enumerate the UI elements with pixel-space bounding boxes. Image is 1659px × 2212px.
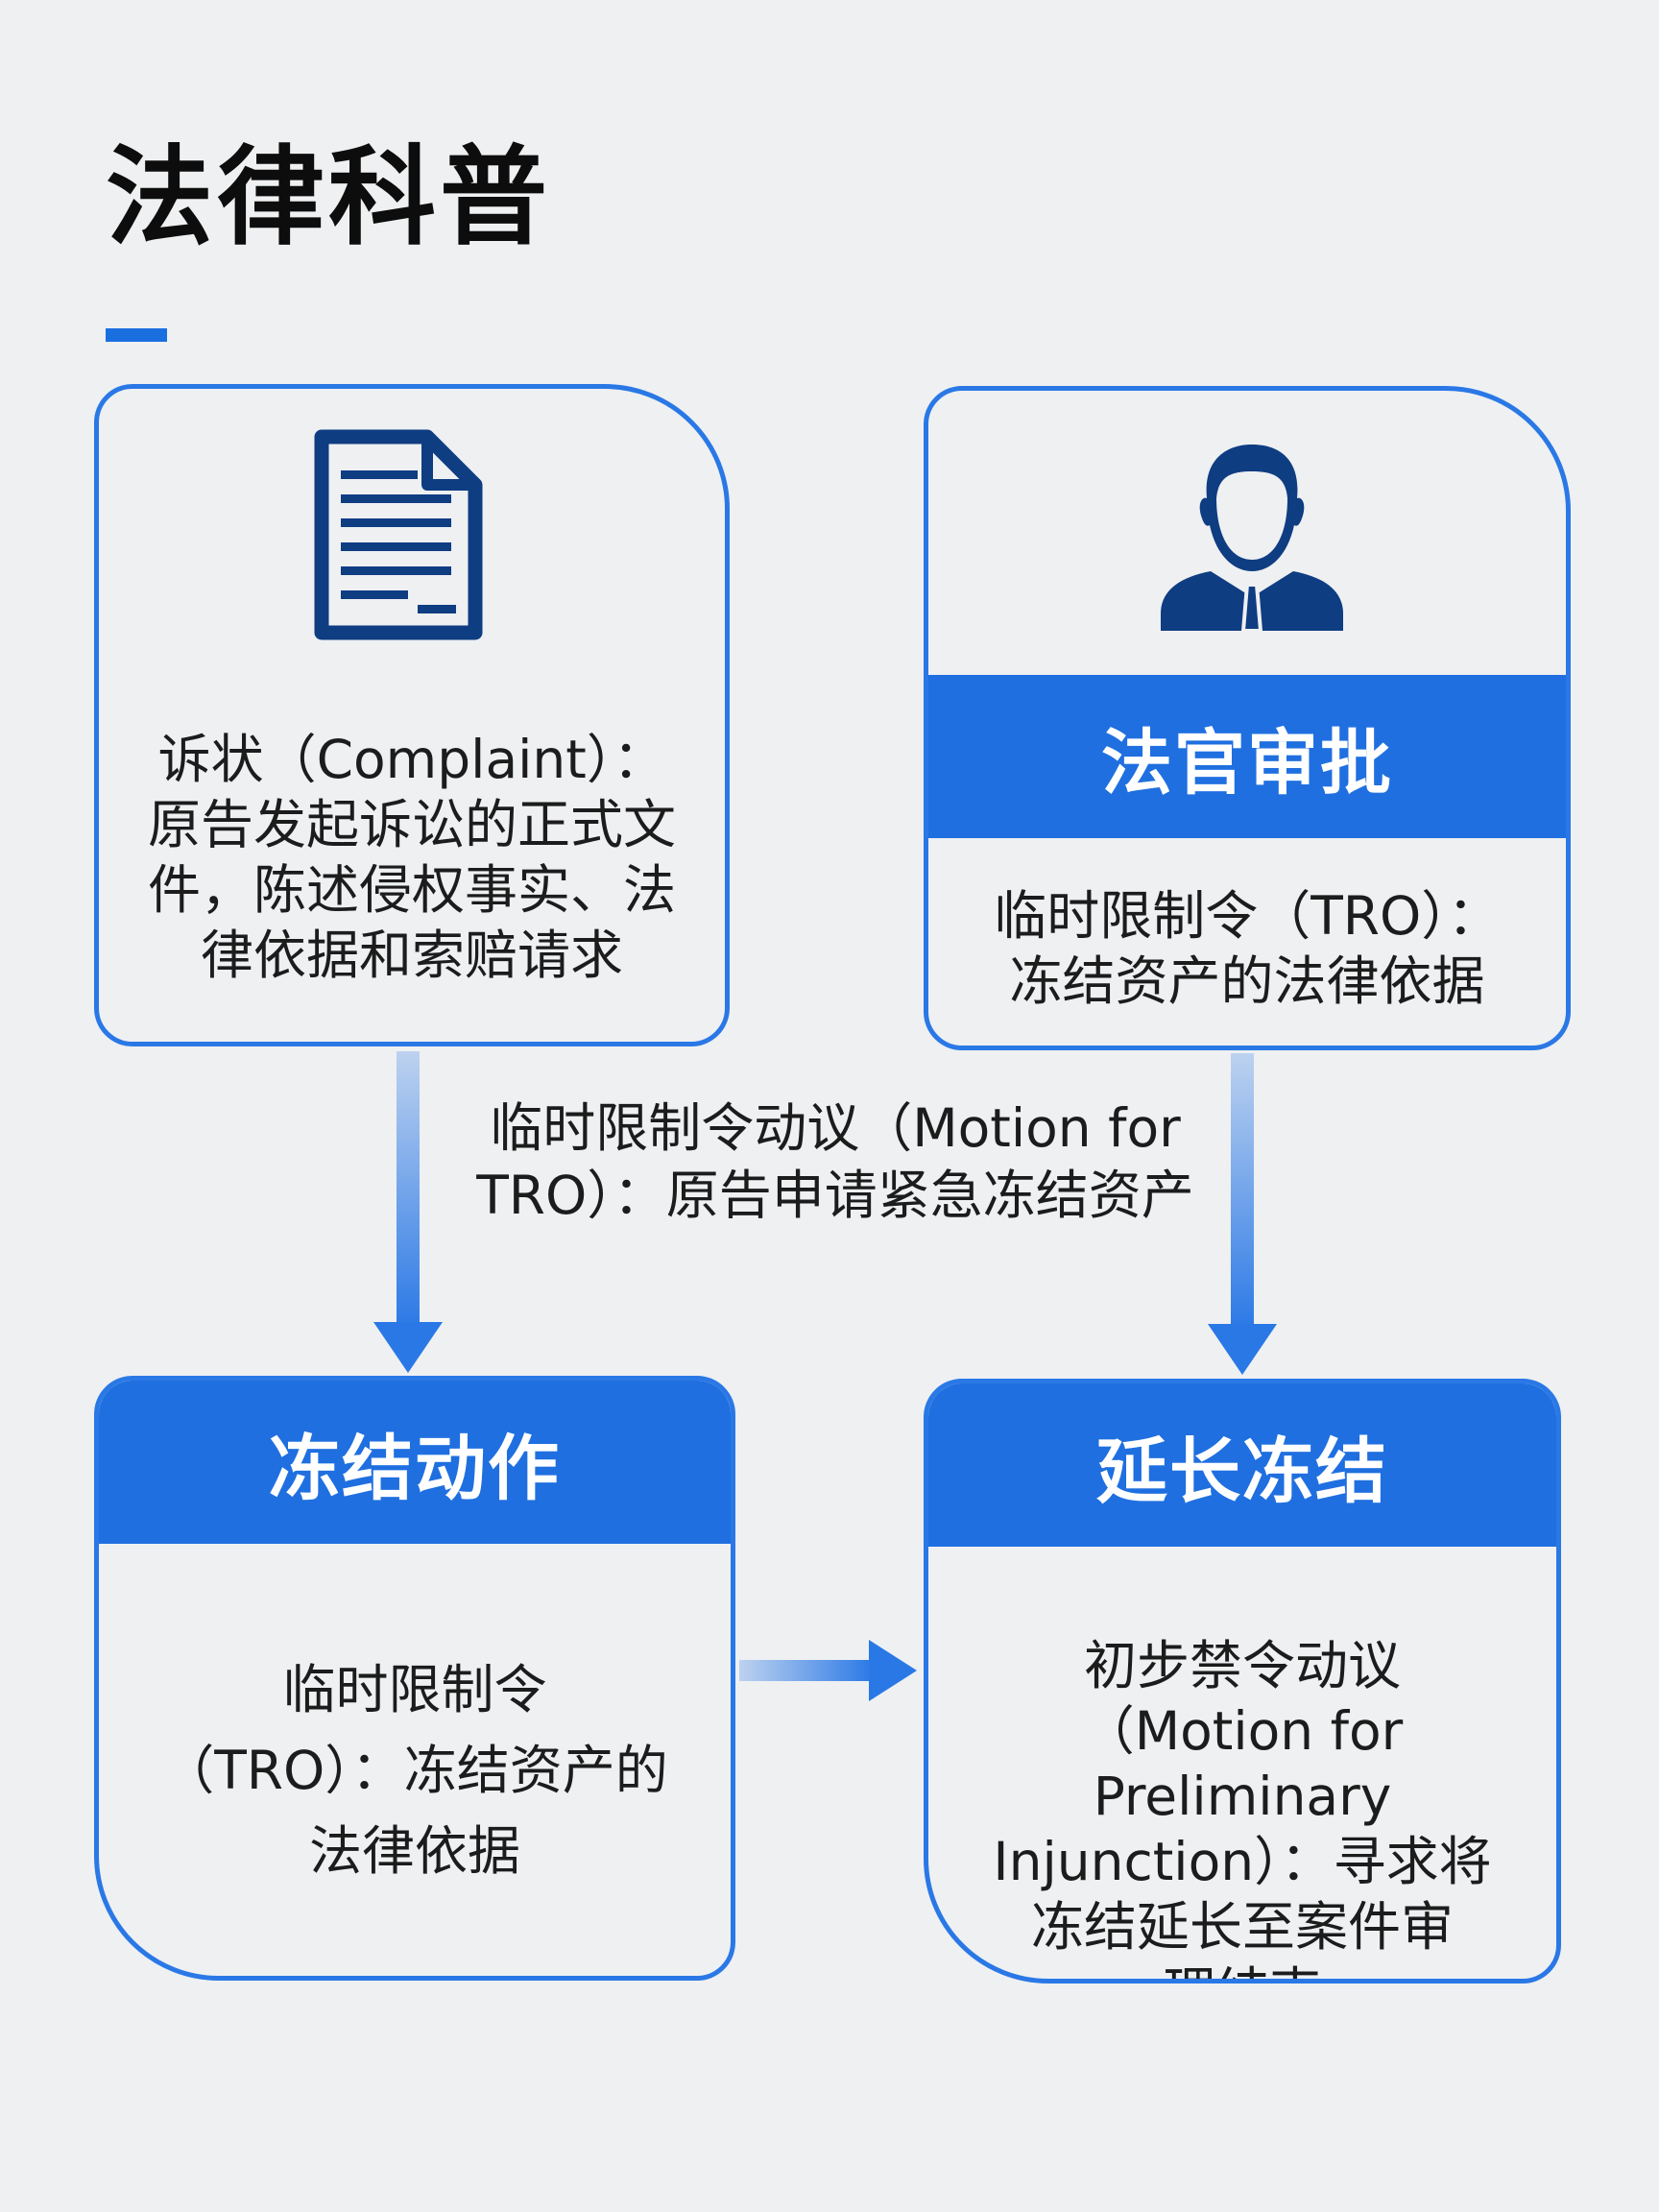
judge-header: 法官审批 [928,675,1566,838]
arrow-down-right [1208,1053,1277,1375]
complaint-line: 件，陈述侵权事实、法 [147,859,676,921]
freeze-text: 临时限制令 （TRO）：冻结资产的 法律依据 [118,1649,711,1891]
document-icon [314,429,483,640]
extend-line: 冻结延长至案件审 [1030,1896,1454,1958]
freeze-line: （TRO）：冻结资产的 [161,1740,668,1801]
judge-line: 临时限制令（TRO）： [994,885,1501,947]
page-title: 法律科普 [106,135,551,260]
freeze-line: 法律依据 [308,1820,520,1882]
title-underline [106,328,167,342]
judge-line: 冻结资产的法律依据 [1009,950,1485,1012]
arrow-down-left [373,1051,443,1373]
judge-text: 临时限制令（TRO）： 冻结资产的法律依据 [948,883,1547,1014]
motion-label: 临时限制令动议（Motion for TRO）：原告申请紧急冻结资产 [422,1094,1248,1229]
extend-line: Injunction）：寻求将 [993,1831,1492,1892]
complaint-text: 诉状（Complaint）： 原告发起诉讼的正式文 件，陈述侵权事实、法 律依据… [118,727,706,988]
complaint-box: 诉状（Complaint）： 原告发起诉讼的正式文 件，陈述侵权事实、法 律依据… [94,384,730,1046]
judge-icon [1161,445,1343,631]
freeze-header: 冻结动作 [99,1381,731,1544]
complaint-line: 原告发起诉讼的正式文 [147,794,676,855]
extend-box: 延长冻结 初步禁令动议 （Motion for Preliminary Inju… [924,1379,1561,1984]
freeze-box: 冻结动作 临时限制令 （TRO）：冻结资产的 法律依据 [94,1376,735,1981]
extend-header: 延长冻结 [928,1383,1556,1547]
motion-label-line: TRO）：原告申请紧急冻结资产 [476,1165,1194,1226]
complaint-line: 诉状（Complaint）： [157,729,666,790]
judge-box: 法官审批 临时限制令（TRO）： 冻结资产的法律依据 [924,386,1571,1050]
freeze-line: 临时限制令 [282,1659,547,1720]
arrow-right [739,1640,917,1701]
motion-label-line: 临时限制令动议（Motion for [490,1097,1181,1159]
complaint-line: 律依据和索赔请求 [200,925,623,986]
extend-line: 理结束 [938,1960,1547,1979]
extend-line: 初步禁令动议 [1083,1635,1401,1696]
extend-text: 初步禁令动议 （Motion for Preliminary Injunctio… [938,1633,1547,1979]
extend-line: （Motion for Preliminary [1081,1700,1404,1827]
